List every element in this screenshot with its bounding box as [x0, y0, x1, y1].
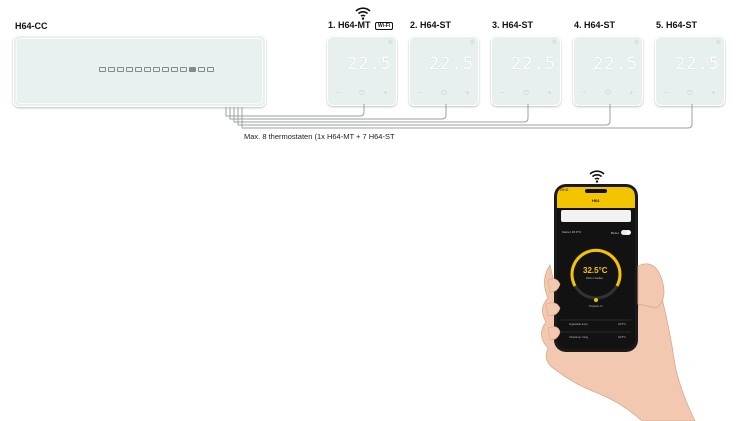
minus-icon: −	[418, 90, 423, 97]
plus-icon: +	[383, 90, 388, 97]
phone-row2-label[interactable]: Vloertemp. hoog	[569, 336, 589, 339]
status-led	[162, 67, 169, 72]
thermostat-1-label: 1. H64-MT Wi-Fi	[328, 20, 394, 30]
thermostat-display: 22.5	[675, 54, 720, 74]
status-led	[171, 67, 178, 72]
phone-app-title: H64	[592, 198, 600, 203]
phone-temperature: 32.5°C	[583, 266, 608, 275]
settings-icon: ⚙	[633, 40, 639, 46]
thermostat-display: 22.5	[593, 54, 638, 74]
thermostat-4: ⚙ 22.5 − ⏻ +	[573, 36, 643, 106]
status-led	[126, 67, 133, 72]
settings-icon: ⚙	[551, 40, 557, 46]
power-icon: ⏻	[523, 90, 529, 97]
controller-unit	[13, 35, 266, 107]
wifi-icon	[589, 170, 605, 183]
thermostat-3-label: 3. H64-ST	[492, 20, 534, 30]
thermostat-3: ⚙ 22.5 − ⏻ +	[491, 36, 561, 106]
status-led	[207, 67, 214, 72]
minus-icon: −	[664, 90, 669, 97]
power-icon: ⏻	[441, 90, 447, 97]
settings-icon: ⚙	[469, 40, 475, 46]
power-icon: ⏻	[605, 90, 611, 97]
status-led	[180, 67, 187, 72]
phone-row2-value: 32.5°C	[618, 336, 626, 339]
status-led	[135, 67, 142, 72]
phone-dial-caption: Warm instellen	[586, 277, 604, 280]
minus-icon: −	[500, 90, 505, 97]
thermostat-2: ⚙ 22.5 − ⏻ +	[409, 36, 479, 106]
status-led	[117, 67, 124, 72]
phone-room-status: Kamer 18.0°C	[562, 230, 581, 234]
status-led	[153, 67, 160, 72]
wifi-icon	[355, 7, 371, 20]
thermostat-display: 22.5	[429, 54, 474, 74]
settings-icon: ⚙	[715, 40, 721, 46]
minus-icon: −	[336, 90, 341, 97]
power-icon: ⏻	[359, 90, 365, 97]
controller-label: H64-CC	[15, 21, 48, 31]
status-led	[108, 67, 115, 72]
thermostat-display: 22.5	[511, 54, 556, 74]
power-icon: ⏻	[687, 90, 693, 97]
plus-icon: +	[547, 90, 552, 97]
settings-icon: ⚙	[387, 40, 393, 46]
phone-in-hand	[541, 184, 696, 421]
plus-icon: +	[465, 90, 470, 97]
controller-led-row	[99, 67, 214, 72]
thermostat-2-label: 2. H64-ST	[410, 20, 452, 30]
thermostat-4-label: 4. H64-ST	[574, 20, 616, 30]
status-led	[144, 67, 151, 72]
bus-wiring	[225, 104, 693, 129]
status-led	[99, 67, 106, 72]
wifi-badge: Wi-Fi	[375, 21, 394, 30]
thermostat-5-label: 5. H64-ST	[656, 20, 698, 30]
plus-icon: +	[711, 90, 716, 97]
plus-icon: +	[629, 90, 634, 97]
phone-program-label: Program on	[589, 305, 603, 308]
phone-clock: 09:41	[560, 188, 569, 192]
thermostat-1: ⚙ 22.5 − ⏻ +	[327, 36, 397, 106]
minus-icon: −	[582, 90, 587, 97]
phone-row1-label[interactable]: Ingestelde temp.	[569, 323, 589, 326]
thermostat-display: 22.5	[347, 54, 392, 74]
thermostat-5: ⚙ 22.5 − ⏻ +	[655, 36, 725, 106]
phone-row1-value: 32.5°C	[618, 323, 626, 326]
phone-toggle-label[interactable]: Bezet	[611, 231, 619, 235]
status-led	[198, 67, 205, 72]
status-led	[189, 67, 196, 72]
bus-caption: Max. 8 thermostaten (1x H64-MT + 7 H64-S…	[244, 132, 395, 141]
